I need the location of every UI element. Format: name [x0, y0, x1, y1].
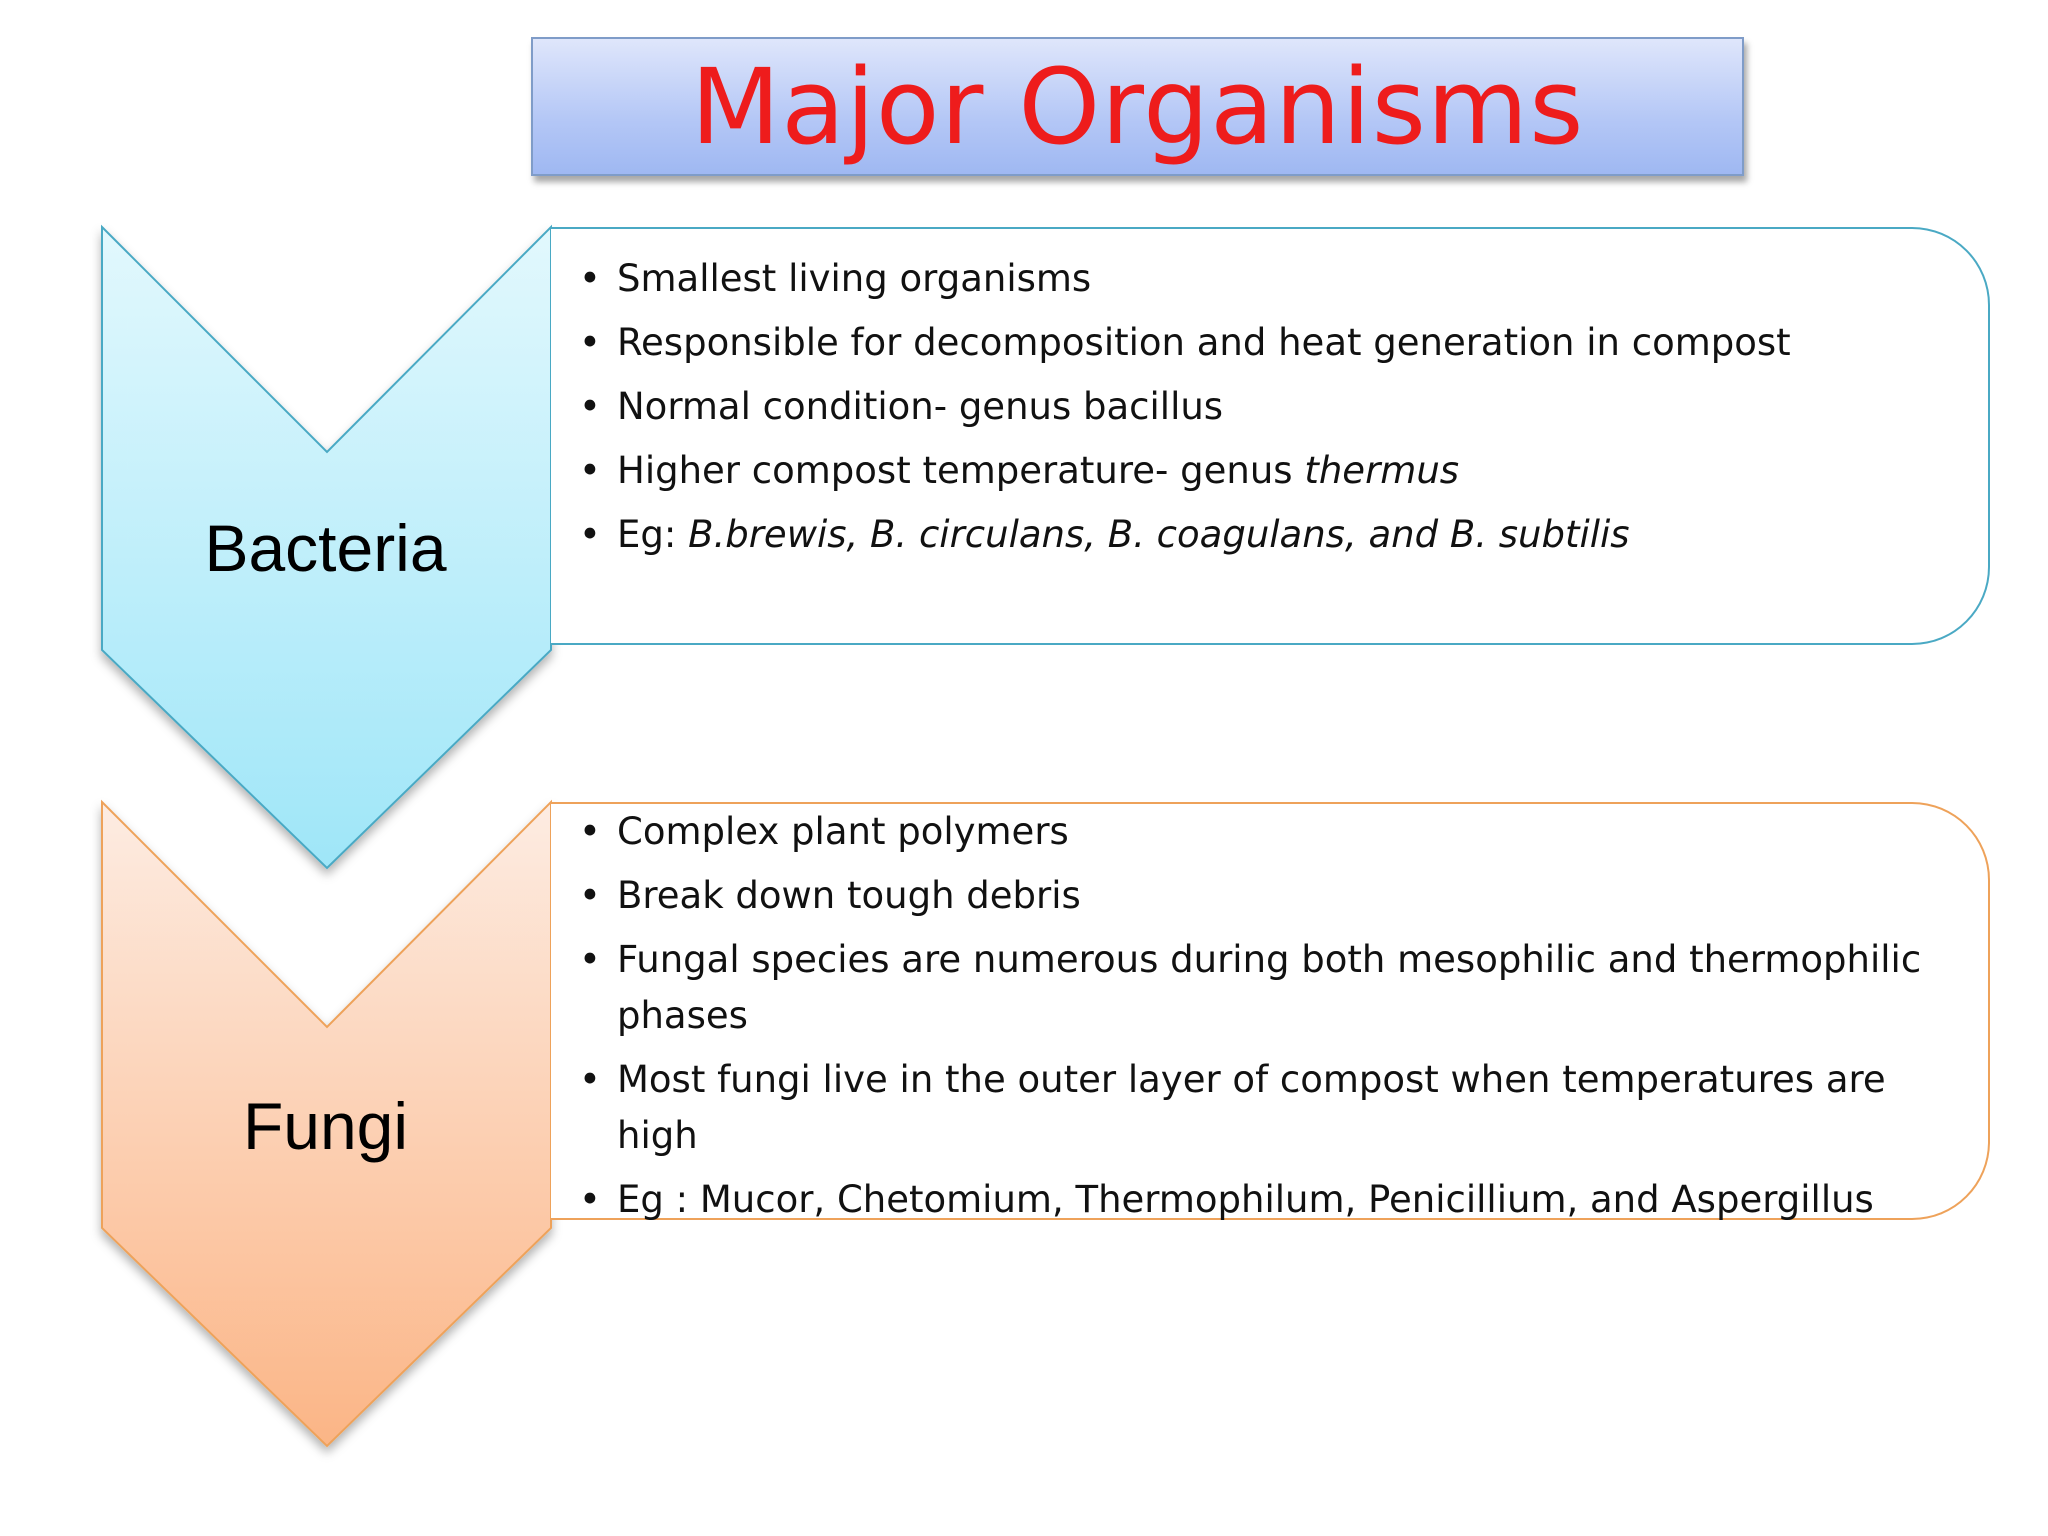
bullet-item: • Smallest living organisms: [579, 251, 1958, 307]
bullet-item: • Normal condition- genus bacillus: [579, 379, 1958, 435]
fungi-chevron: [101, 799, 552, 1448]
bullet-dot-icon: •: [579, 257, 601, 300]
bullet-item: • Responsible for decomposition and heat …: [579, 315, 1958, 371]
bacteria-label: Bacteria: [204, 511, 447, 585]
bullet-text: Smallest living organisms: [617, 257, 1092, 300]
bullet-item: • Most fungi live in the outer layer of c…: [579, 1052, 1958, 1164]
fungi-bullet-list: • Complex plant polymers • Break down tough…: [579, 804, 1958, 1236]
bullet-dot-icon: •: [579, 321, 601, 364]
bullet-text: B.brewis, B. circulans, B. coagulans, an…: [688, 513, 1630, 556]
bullet-dot-icon: •: [579, 449, 601, 492]
bacteria-details-box: • Smallest living organisms • Responsible f…: [551, 227, 1990, 645]
bullet-item: • Eg: B.brewis, B. circulans, B. coagulan…: [579, 507, 1958, 563]
bullet-text: Eg:: [617, 513, 689, 556]
bullet-item: • Higher compost temperature- genus therm…: [579, 443, 1958, 499]
bullet-text: thermus: [1304, 449, 1460, 492]
bullet-dot-icon: •: [579, 810, 601, 853]
slide-title: Major Organisms: [690, 45, 1585, 168]
bullet-dot-icon: •: [579, 1058, 601, 1101]
bacteria-chevron: [101, 224, 552, 870]
title-banner: Major Organisms: [531, 37, 1744, 176]
bullet-text: Break down tough debris: [617, 874, 1081, 917]
bullet-text: Higher compost temperature- genus: [617, 449, 1305, 492]
bullet-text: Eg : Mucor, Chetomium, Thermophilum, Pen…: [617, 1178, 1874, 1221]
bullet-dot-icon: •: [579, 1178, 601, 1221]
bullet-dot-icon: •: [579, 874, 601, 917]
bullet-text: Responsible for decomposition and heat g…: [617, 321, 1791, 364]
bullet-text: Complex plant polymers: [617, 810, 1069, 853]
bullet-item: • Complex plant polymers: [579, 804, 1958, 860]
bullet-text: Normal condition- genus bacillus: [617, 385, 1224, 428]
bullet-text: Most fungi live in the outer layer of co…: [617, 1058, 1886, 1157]
bullet-dot-icon: •: [579, 513, 601, 556]
bullet-item: • Fungal species are numerous during both…: [579, 932, 1958, 1044]
fungi-details-box: • Complex plant polymers • Break down tough…: [551, 802, 1990, 1221]
bacteria-bullet-list: • Smallest living organisms • Responsible f…: [579, 251, 1958, 571]
bullet-text: Fungal species are numerous during both …: [617, 938, 1922, 1037]
bullet-dot-icon: •: [579, 385, 601, 428]
bullet-dot-icon: •: [579, 938, 601, 981]
bullet-item: • Break down tough debris: [579, 868, 1958, 924]
bullet-item: • Eg : Mucor, Chetomium, Thermophilum, Pe…: [579, 1172, 1958, 1228]
fungi-label: Fungi: [242, 1089, 409, 1163]
